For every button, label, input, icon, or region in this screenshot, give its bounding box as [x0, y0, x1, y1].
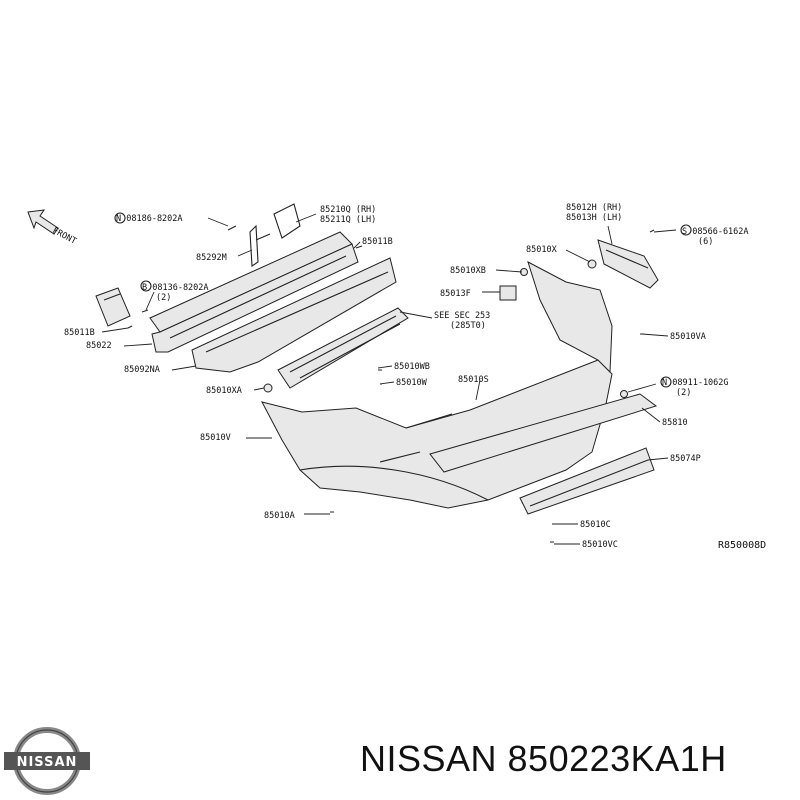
callout-label: 85013H (LH)	[566, 213, 622, 223]
clip-85010xa	[263, 383, 273, 393]
nissan-logo: NISSAN	[4, 727, 90, 795]
callout-label: 85010VA	[670, 332, 706, 342]
front-label: FRONT	[51, 226, 78, 247]
callout-label: 85022	[86, 341, 112, 351]
callout-label: SEE SEC 253	[434, 311, 490, 321]
bracket-85013f	[499, 285, 517, 301]
callout-label: 85010XA	[206, 386, 242, 396]
callout-label: (6)	[698, 237, 713, 247]
callout-label: 85210Q (RH)	[320, 205, 376, 215]
callout-label: 85010C	[580, 520, 611, 530]
callout-label: 85010X	[526, 245, 558, 255]
bracket-85292m	[249, 224, 271, 267]
callout-marker-icon	[660, 376, 672, 388]
callout-marker-icon	[140, 280, 152, 292]
callout-label: (2)	[676, 388, 691, 398]
callout-label: N 08186-8202A	[116, 214, 183, 224]
callout-label: B 08136-8202A	[142, 283, 209, 293]
callout-label: 85010S	[458, 375, 489, 385]
callout-label: 85074P	[670, 454, 701, 464]
diffuser	[519, 447, 655, 515]
energy-absorber	[191, 257, 397, 373]
callout-label: 85092NA	[124, 365, 160, 375]
callout-label: (285T0)	[450, 321, 486, 331]
callout-label: 85013F	[440, 289, 471, 299]
reinforcement-beam	[149, 203, 359, 353]
nut-08911	[620, 390, 628, 398]
callout-label: 85010XB	[450, 266, 486, 276]
product-caption: NISSAN 850223KA1H	[360, 738, 727, 779]
callout-label: 85010VC	[582, 540, 618, 550]
callout-label: 85010V	[200, 433, 231, 443]
lower-trim	[429, 393, 658, 473]
callout-label: 85011B	[362, 237, 393, 247]
logo-text: NISSAN	[17, 755, 78, 770]
right-bracket	[597, 239, 659, 289]
reference-code: R850008D	[718, 540, 766, 551]
callout-label: S 08566-6162A	[682, 227, 749, 237]
bumper-fascia	[261, 260, 613, 509]
callout-label: 85010WB	[394, 362, 430, 372]
side-bracket	[95, 287, 131, 327]
callout-label: 85010A	[264, 511, 295, 521]
callout-marker-icon	[680, 224, 692, 236]
lower-grille	[277, 307, 409, 389]
callout-label: 85211Q (LH)	[320, 215, 376, 225]
callout-label: 85292M	[196, 253, 227, 263]
leader-lines	[101, 213, 677, 545]
callout-label: (2)	[156, 293, 171, 303]
callout-label: 85012H (RH)	[566, 203, 622, 213]
callout-label: N 08911-1062G	[662, 378, 729, 388]
callout-label: 85010W	[396, 378, 428, 388]
front-arrow-icon	[27, 209, 59, 235]
callout-marker-icon	[114, 212, 126, 224]
callout-label: 85011B	[64, 328, 95, 338]
callout-label: 85810	[662, 418, 688, 428]
callout-marker-icons	[114, 212, 692, 388]
